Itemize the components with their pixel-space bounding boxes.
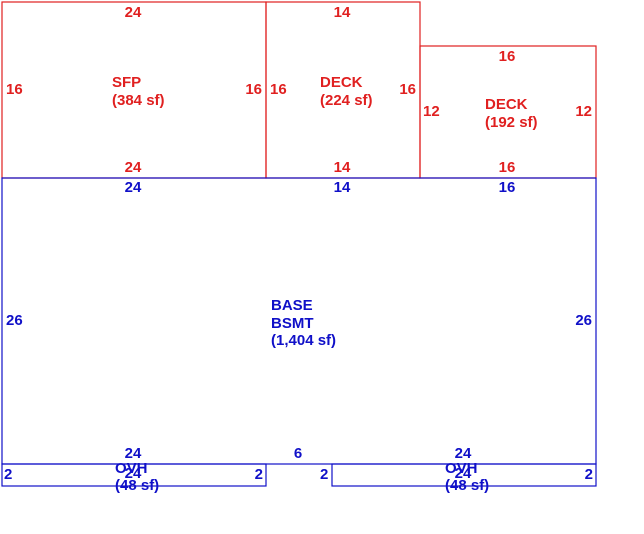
base-name: BASE	[271, 297, 313, 314]
ovh1-dim-top-overlap: 24	[125, 465, 142, 482]
base-dim-bottom-mid: 6	[294, 445, 302, 462]
deck2-dim-right: 12	[575, 103, 592, 120]
ovh2-dim-right: 2	[585, 466, 593, 483]
ovh2-outline	[331, 463, 597, 487]
sfp-area: (384 sf)	[112, 92, 165, 109]
sfp-name: SFP	[112, 74, 141, 91]
deck1-dim-right: 16	[399, 81, 416, 98]
sfp-dim-bottom: 24	[125, 159, 142, 176]
deck2-dim-left: 12	[423, 103, 440, 120]
base-dim-right: 26	[575, 312, 592, 329]
base-dim-top-b: 14	[334, 179, 351, 196]
deck2-name: DECK	[485, 96, 528, 113]
deck2-area: (192 sf)	[485, 114, 538, 131]
deck1-dim-bottom: 14	[334, 159, 351, 176]
deck1-dim-top: 14	[334, 4, 351, 21]
ovh2-area: (48 sf)	[445, 477, 489, 494]
upper-level-outlines	[1, 1, 597, 179]
ovh2-dim-top-overlap: 24	[455, 465, 472, 482]
sfp-dim-right: 16	[245, 81, 262, 98]
ovh2-dim-top: 24	[455, 445, 472, 462]
sfp-dim-left: 16	[6, 81, 23, 98]
ovh1-outline	[1, 463, 267, 487]
base-level-outlines	[1, 177, 597, 487]
ovh1-dim-left: 2	[4, 466, 12, 483]
ovh2-name: OVH	[445, 460, 478, 477]
base-dim-top-c: 16	[499, 179, 516, 196]
deck2-dim-top: 16	[499, 48, 516, 65]
ovh1-name: OVH	[115, 460, 148, 477]
deck2-dim-bottom: 16	[499, 159, 516, 176]
ovh1-dim-right: 2	[255, 466, 263, 483]
base-dim-top-a: 24	[125, 179, 142, 196]
base-outline	[1, 177, 597, 465]
ovh1-dim-top: 24	[125, 445, 142, 462]
ovh1-area: (48 sf)	[115, 477, 159, 494]
sfp-dim-top: 24	[125, 4, 142, 21]
base-name-2: BSMT	[271, 315, 314, 332]
deck1-area: (224 sf)	[320, 92, 373, 109]
deck1-dim-left: 16	[270, 81, 287, 98]
deck1-name: DECK	[320, 74, 363, 91]
base-dim-left: 26	[6, 312, 23, 329]
ovh2-dim-left: 2	[320, 466, 328, 483]
base-area: (1,404 sf)	[271, 332, 336, 349]
